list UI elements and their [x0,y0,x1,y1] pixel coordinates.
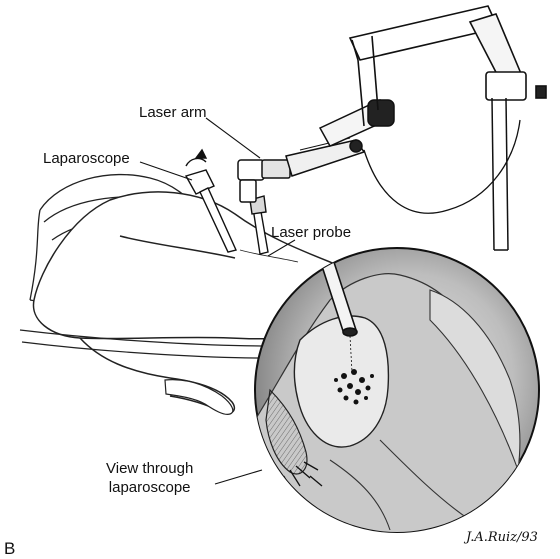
operating-table [19,329,271,359]
magnified-laparoscope-view [254,247,540,533]
label-laser-probe: Laser probe [271,224,352,241]
panel-letter: B [4,539,16,558]
equipment-stand [491,97,509,251]
label-laparoscope: Laparoscope [43,150,130,167]
label-view-line1: View through [106,460,194,477]
laser-arm-assembly [237,99,395,203]
label-laser-arm: Laser arm [139,104,207,121]
laser-burn-spots [334,369,374,405]
laser-cable [363,119,521,214]
label-view-through-laparoscope: View through laparoscope [106,459,193,497]
laparoscope-instrument [184,148,237,253]
label-view-line2: laparoscope [108,479,191,496]
artist-signature: J.A.Ruiz/93 [466,530,538,545]
patient-hand [164,379,234,415]
label-leader-lines [139,117,296,485]
